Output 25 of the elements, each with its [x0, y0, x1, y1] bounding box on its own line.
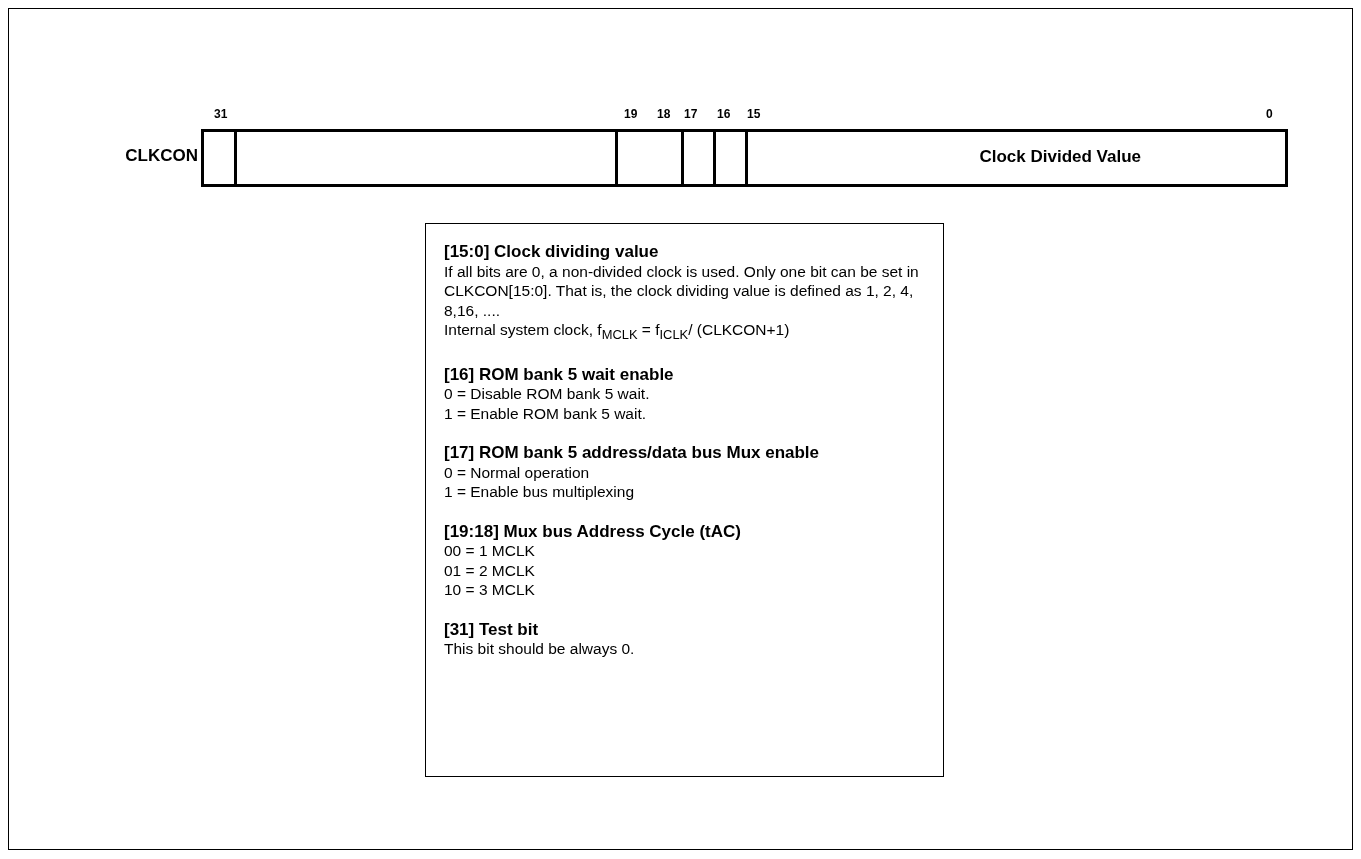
- description-text: This bit should be always 0.: [444, 639, 636, 659]
- description-text: 1 = Enable ROM bank 5 wait.: [444, 403, 648, 424]
- field-heading: [31] Test bit: [444, 619, 540, 640]
- bit-number: 15: [747, 107, 761, 121]
- description-box: [425, 223, 944, 777]
- description-text: 00 = 1 MCLK: [444, 541, 536, 561]
- field-heading: [15:0] Clock dividing value: [444, 242, 660, 262]
- field-heading: [16] ROM bank 5 wait enable: [444, 364, 675, 385]
- description-text: 01 = 2 MCLK: [444, 560, 536, 581]
- bit-number: 19: [624, 107, 638, 121]
- register-name: CLKCON: [125, 146, 198, 166]
- description-text: 1 = Enable bus multiplexing: [444, 482, 635, 502]
- bit-number: 0: [1266, 107, 1273, 121]
- bit-number: 31: [214, 107, 228, 121]
- field-heading: [19:18] Mux bus Address Cycle (tAC): [444, 521, 742, 542]
- description-text: 0 = Normal operation: [444, 462, 591, 483]
- field-heading: [17] ROM bank 5 address/data bus Mux enable: [444, 443, 821, 463]
- field-name: Clock Divided Value: [979, 147, 1141, 167]
- description-text: 0 = Disable ROM bank 5 wait.: [444, 384, 651, 404]
- description-text: If all bits are 0, a non-divided clock is used. Only one bit can be set in CLKCON[15:0]. That is, the clock dividing value is defined as 1, 2, 4, 8,16, ....: [444, 261, 920, 320]
- description-text: Internal system clock, f$_{MCLK}$ = f$_{ICLK}$/ (CLKCON+1): [444, 320, 791, 345]
- bit-number: 18: [657, 107, 671, 121]
- bit-number: 17: [684, 107, 698, 121]
- bit-number: 16: [717, 107, 731, 121]
- description-text: 10 = 3 MCLK: [444, 580, 536, 600]
